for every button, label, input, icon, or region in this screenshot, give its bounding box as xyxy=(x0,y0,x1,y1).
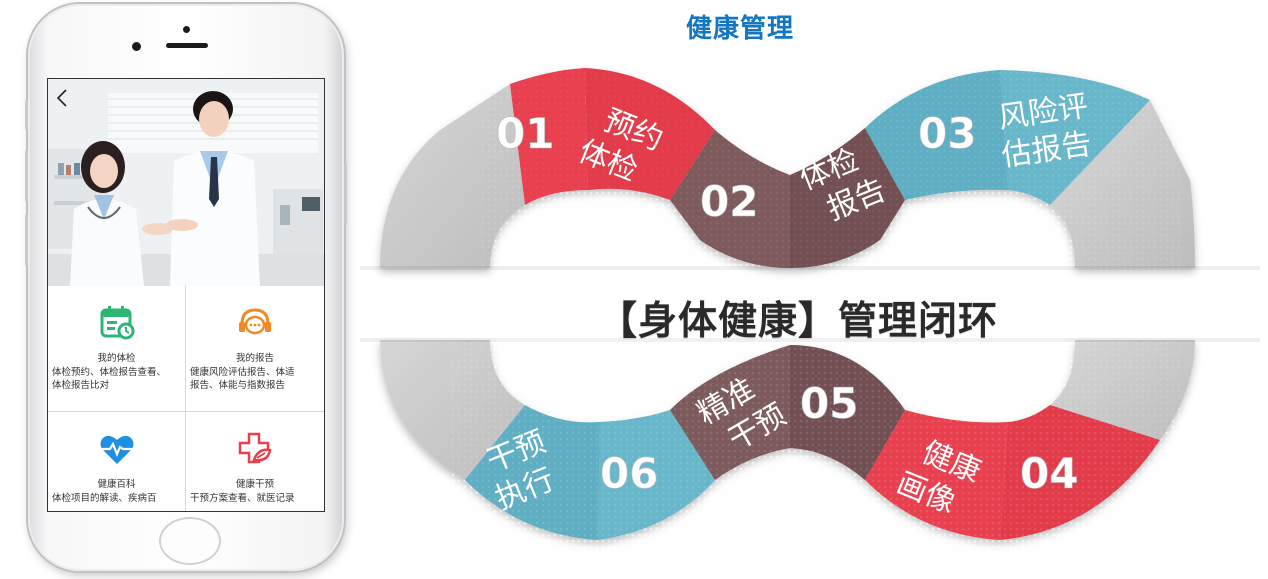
menu-item-desc: 干预方案查看、就医记录 xyxy=(190,493,295,504)
step-02-number: 02 xyxy=(700,177,758,226)
step-06-number: 06 xyxy=(600,449,658,498)
home-button[interactable] xyxy=(159,517,221,565)
volume-up-button xyxy=(25,150,28,202)
calendar-icon xyxy=(100,306,134,340)
menu-item-my-report[interactable]: 我的报告 健康风险评估报告、体适 报告、体能与指数报告 xyxy=(186,286,324,412)
proximity-sensor xyxy=(183,26,190,33)
step-03-number: 03 xyxy=(918,109,976,158)
heartbeat-icon xyxy=(100,435,133,464)
front-camera xyxy=(132,42,141,51)
diagram-heading: 健康管理 xyxy=(685,14,794,44)
step-01-number: 01 xyxy=(496,109,554,158)
menu-item-title: 我的报告 xyxy=(235,353,274,364)
menu-item-title: 健康干预 xyxy=(235,479,274,490)
menu-item-title: 健康百科 xyxy=(97,479,136,490)
hero-banner xyxy=(48,79,324,286)
chevron-left-icon[interactable] xyxy=(56,89,68,107)
menu-item-title: 我的体检 xyxy=(97,353,136,364)
mute-switch xyxy=(25,100,28,130)
closed-loop-diagram: 01 02 03 04 05 06 预约 体检 体检 报告 风险评 估报告 健康… xyxy=(360,68,1260,550)
menu-item-desc: 体检项目的解读、疾病百 xyxy=(52,493,157,504)
cross-leaf-icon xyxy=(238,432,272,464)
phone-screen: 我的体检 体检预约、体检报告查看、 体检报告比对 我的报告 健康风险评估报告、体… xyxy=(47,78,325,512)
volume-down-button xyxy=(25,214,28,266)
power-button xyxy=(344,164,347,224)
menu-item-health-intervention[interactable]: 健康干预 干预方案查看、就医记录 xyxy=(186,412,324,511)
closed-loop-title: 【身体健康】管理闭环 xyxy=(597,299,998,344)
headset-chat-icon xyxy=(239,308,271,335)
step-05-number: 05 xyxy=(800,379,858,428)
step-04-number: 04 xyxy=(1020,449,1078,498)
menu-item-health-wiki[interactable]: 健康百科 体检项目的解读、疾病百 xyxy=(48,412,186,511)
clinic-illustration xyxy=(48,79,324,286)
menu-item-desc: 体检预约、体检报告查看、 体检报告比对 xyxy=(52,367,167,391)
earpiece-speaker xyxy=(166,43,208,48)
feature-grid: 我的体检 体检预约、体检报告查看、 体检报告比对 我的报告 健康风险评估报告、体… xyxy=(48,286,324,511)
menu-item-desc: 健康风险评估报告、体适 报告、体能与指数报告 xyxy=(190,367,295,391)
menu-item-my-checkup[interactable]: 我的体检 体检预约、体检报告查看、 体检报告比对 xyxy=(48,286,186,412)
phone-mockup: 我的体检 体检预约、体检报告查看、 体检报告比对 我的报告 健康风险评估报告、体… xyxy=(25,4,347,571)
